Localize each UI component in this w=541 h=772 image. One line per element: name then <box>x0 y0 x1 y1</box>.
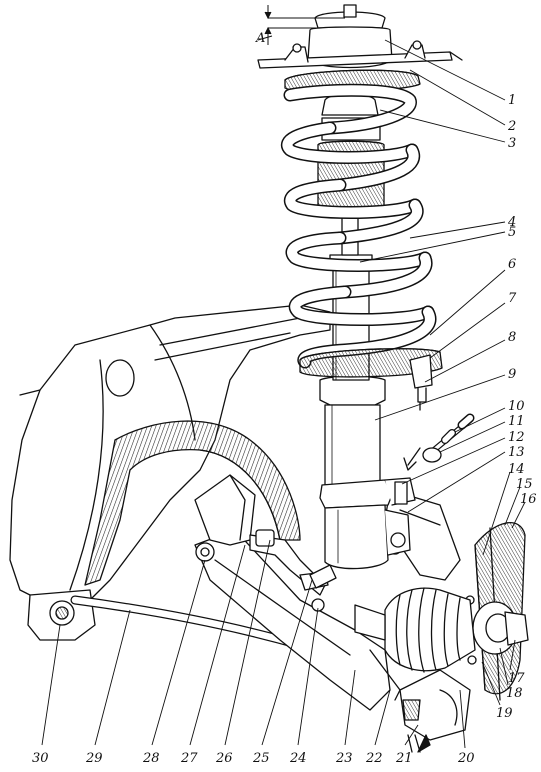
label-24: 24 <box>289 751 307 766</box>
adjust-bolt <box>422 413 475 463</box>
label-2: 2 <box>507 119 516 134</box>
label-4: 4 <box>507 215 516 230</box>
label-15: 15 <box>516 477 533 492</box>
leader-lines <box>41 39 526 749</box>
label-6: 6 <box>508 257 516 272</box>
label-5: 5 <box>508 225 516 240</box>
label-17: 17 <box>508 671 525 686</box>
label-16: 16 <box>520 492 537 507</box>
wheel-hub <box>465 595 529 665</box>
rotation-arrow <box>403 447 421 471</box>
body-panel <box>9 304 331 601</box>
bolt-24 <box>309 564 337 589</box>
callout-labels: 1 2 3 4 5 6 7 8 9 10 11 12 13 14 15 16 1… <box>32 93 537 766</box>
label-27: 27 <box>180 751 198 766</box>
label-25: 25 <box>252 751 270 766</box>
label-18: 18 <box>506 686 523 701</box>
label-9: 9 <box>508 367 516 382</box>
ball-joint <box>399 669 471 753</box>
label-13: 13 <box>508 445 525 460</box>
label-30: 30 <box>32 751 49 766</box>
label-20: 20 <box>457 751 475 766</box>
label-22: 22 <box>365 751 383 766</box>
dimension-mark <box>257 5 345 45</box>
label-14: 14 <box>508 462 525 477</box>
cv-boot <box>354 587 476 673</box>
label-29: 29 <box>85 751 103 766</box>
upper-mount <box>257 4 463 69</box>
label-12: 12 <box>508 430 525 445</box>
label-21: 21 <box>395 751 413 766</box>
label-23: 23 <box>335 751 353 766</box>
dimension-label-a: A <box>255 31 265 46</box>
label-28: 28 <box>142 751 160 766</box>
arm-bracket <box>194 474 256 546</box>
label-3: 3 <box>508 136 516 151</box>
coil-spring <box>281 83 437 369</box>
label-19: 19 <box>496 706 513 721</box>
label-26: 26 <box>215 751 233 766</box>
label-11: 11 <box>508 414 525 429</box>
label-8: 8 <box>508 330 516 345</box>
label-7: 7 <box>508 291 517 306</box>
shock-lower-tube <box>319 375 416 570</box>
label-1: 1 <box>508 93 516 108</box>
spring-lower-seat <box>299 348 443 411</box>
label-10: 10 <box>508 399 525 414</box>
